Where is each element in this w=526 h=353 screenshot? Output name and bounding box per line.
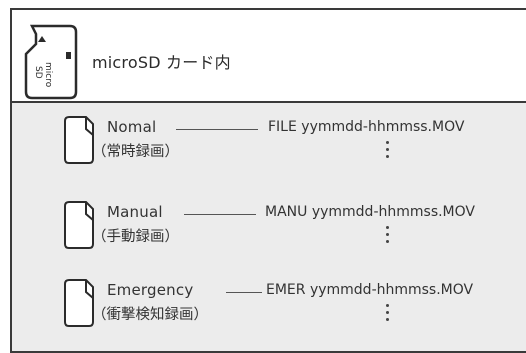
file-name: EMER yymmdd-hhmmss.MOV: [266, 282, 474, 298]
folder-icon: [64, 279, 94, 327]
header-panel: micro SD microSD カード内: [12, 10, 526, 103]
sd-card-text: micro: [43, 62, 53, 88]
file-name: FILE yymmdd-hhmmss.MOV: [268, 119, 465, 135]
more-files-indicator: [385, 226, 389, 244]
microsd-card-icon: micro SD: [24, 24, 78, 100]
folder-subtitle: （手動録画）: [92, 229, 179, 245]
file-name: MANU yymmdd-hhmmss.MOV: [265, 204, 475, 220]
folder-subtitle: （衝撃検知録画）: [92, 307, 208, 323]
folder-icon: [64, 201, 94, 249]
connector-line: [226, 292, 262, 293]
diagram-frame: micro SD microSD カード内 Nomal FILE yymmdd-…: [10, 8, 526, 353]
folder-name: Manual: [107, 203, 163, 221]
connector-line: [176, 129, 258, 130]
folder-name: Nomal: [107, 118, 157, 136]
header-title: microSD カード内: [92, 53, 231, 72]
folder-name: Emergency: [107, 281, 194, 299]
connector-line: [184, 214, 256, 215]
folder-subtitle: （常時録画）: [92, 144, 179, 160]
more-files-indicator: [385, 304, 389, 322]
sd-card-text: SD: [33, 66, 43, 79]
more-files-indicator: [385, 141, 389, 159]
folder-icon: [64, 116, 94, 164]
